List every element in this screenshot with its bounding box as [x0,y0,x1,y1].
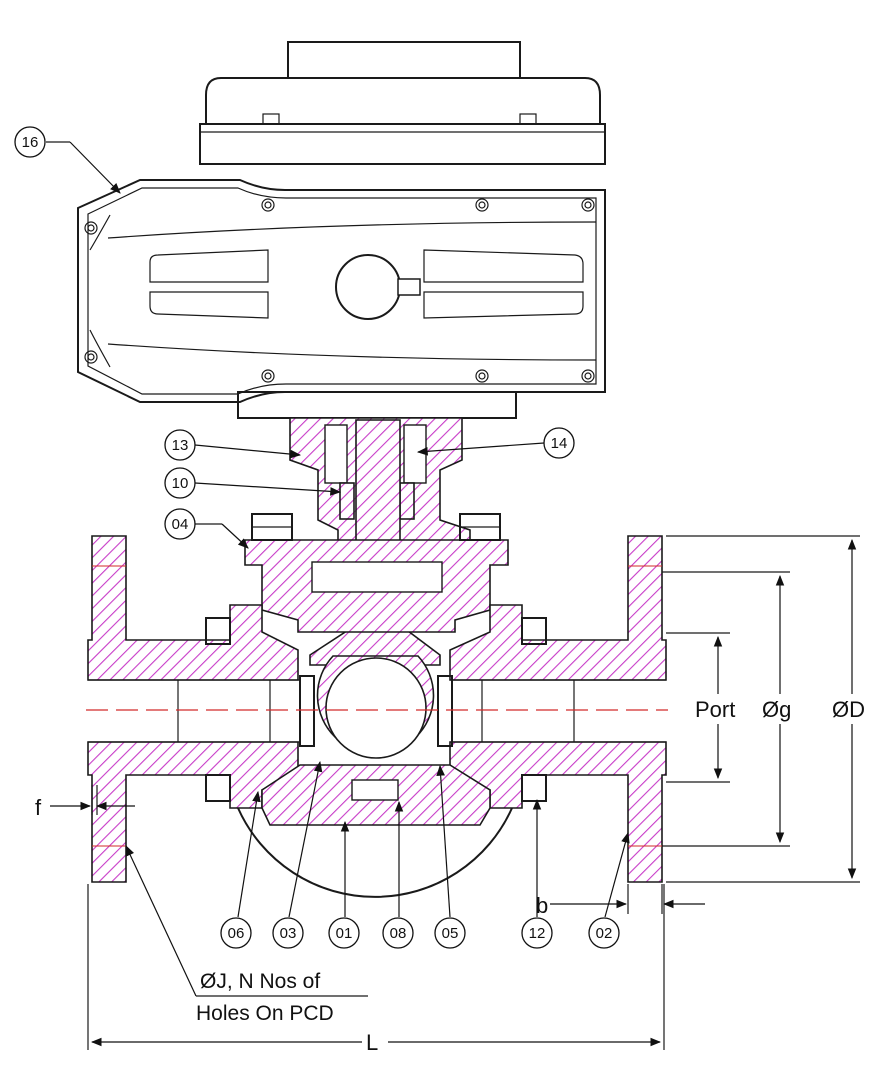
callout-10: 10 [164,467,196,499]
d-label: ØD [832,697,865,722]
svg-text:03: 03 [280,925,297,942]
stem-packing-right [399,482,415,520]
actuator-slot-lower-right [423,291,584,319]
f-label: f [35,795,42,820]
dimensions: Port Øg ØD f b L ØJ, N Nos of Holes On P… [35,535,876,1055]
svg-text:14: 14 [551,435,568,452]
actuator-top-cap [287,41,521,79]
actuator-screws [84,198,595,383]
actuator-body [77,179,606,403]
stem-packing-left [339,482,355,520]
actuator-tab-right [519,113,537,125]
callout-13: 13 [164,429,196,461]
svg-text:08: 08 [390,925,407,942]
seat-left [299,675,315,747]
svg-text:02: 02 [596,925,613,942]
g-label: Øg [762,697,791,722]
hole-note-line2: Holes On PCD [196,1002,334,1025]
svg-text:13: 13 [172,437,189,454]
callout-01: 01 [328,917,360,949]
actuator-tab-left [262,113,280,125]
l-label: L [366,1030,378,1055]
bolt-upper-left [205,617,231,645]
left-flange-upper [87,535,299,681]
seat-right [437,675,453,747]
svg-text:10: 10 [172,475,189,492]
actuator-cover [205,77,601,125]
actuator-slot-upper-right [423,249,584,283]
callout-16: 16 [14,126,46,158]
valve-body [86,513,668,898]
actuator-housing-band [199,123,606,165]
svg-text:06: 06 [228,925,245,942]
svg-text:04: 04 [172,516,189,533]
bolt-lower-left [205,774,231,802]
position-indicator [335,254,401,320]
callout-05: 05 [434,917,466,949]
callout-06: 06 [220,917,252,949]
callouts: 16 13 14 10 04 06 03 01 [14,126,630,949]
svg-text:05: 05 [442,925,459,942]
actuator-base [237,391,517,419]
bolt-upper-right [521,617,547,645]
callout-04: 04 [164,508,196,540]
port-label: Port [695,697,735,722]
callout-02: 02 [588,917,620,949]
callout-08: 08 [382,917,414,949]
svg-text:12: 12 [529,925,546,942]
svg-text:16: 16 [22,134,39,151]
actuator-slot-lower-left [149,291,269,319]
b-label: b [536,893,548,918]
callout-03: 03 [272,917,304,949]
callout-12: 12 [521,917,553,949]
hole-note-line1: ØJ, N Nos of [200,970,320,993]
bolt-lower-right [521,774,547,802]
svg-text:01: 01 [336,925,353,942]
actuator [77,41,606,419]
body-bottom-arc [237,807,513,898]
callout-14: 14 [543,427,575,459]
actuator-slot-upper-left [149,249,269,283]
